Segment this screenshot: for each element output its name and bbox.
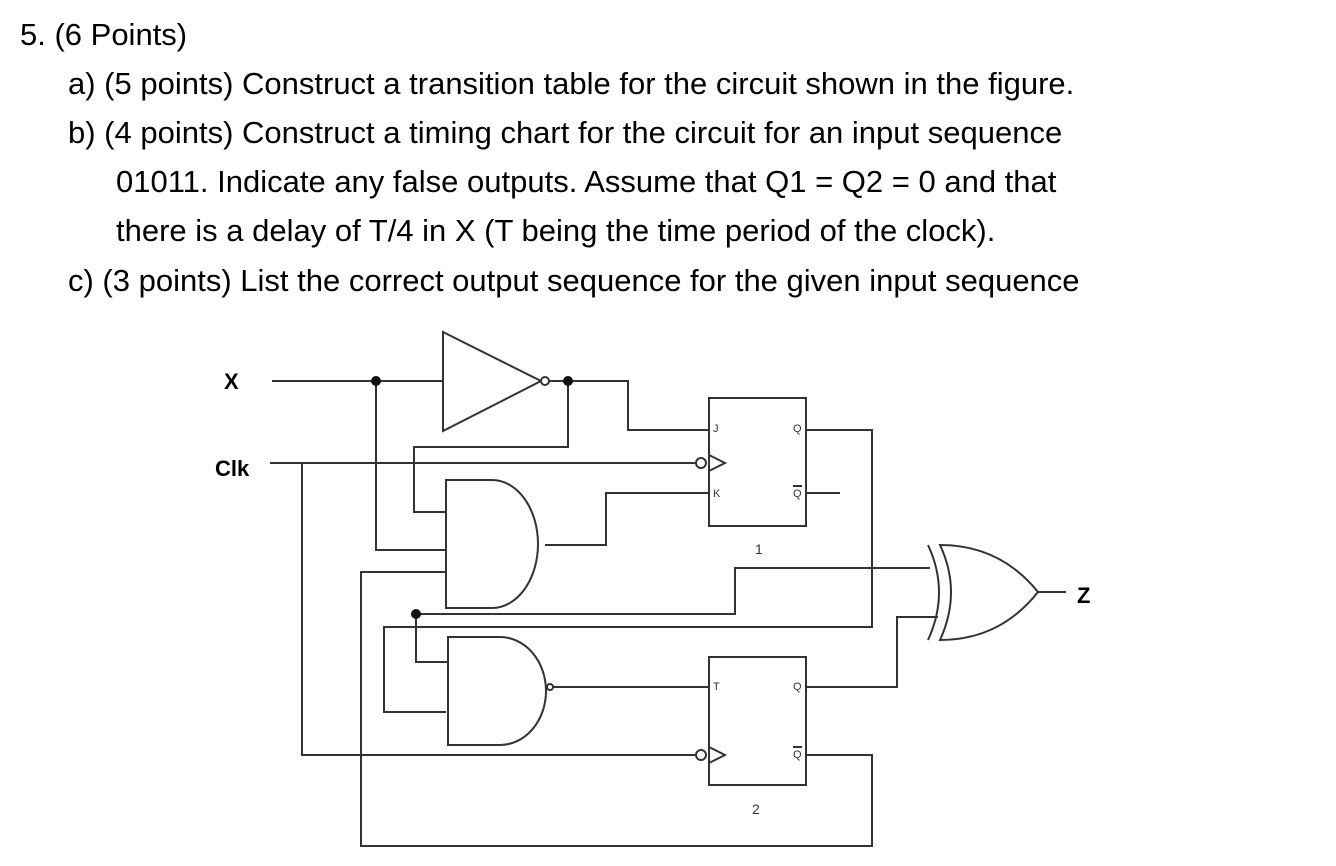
junction-to-and2-wire <box>415 614 448 663</box>
x-junction-dot <box>371 376 381 386</box>
inverter-feedback-wire <box>413 381 569 513</box>
input-clk-label: Clk <box>215 456 250 481</box>
output-z-label: Z <box>1077 583 1090 608</box>
inverter-bubble <box>540 376 550 386</box>
ff1-pin-j: J <box>713 423 719 435</box>
x-branch-wire <box>375 381 446 551</box>
ff1-clock-bubble <box>695 457 707 469</box>
and2-output-dot <box>546 683 554 691</box>
ff2-pin-t: T <box>713 681 720 693</box>
and-gate-1 <box>445 479 539 609</box>
t-flip-flop-2 <box>708 656 807 786</box>
ff2-pin-q: Q <box>793 681 802 693</box>
q2bar-feedback-wire <box>360 571 446 800</box>
part-b-text-line2: 01011. Indicate any false outputs. Assum… <box>116 164 1057 199</box>
input-x-label: X <box>224 369 239 394</box>
inverter-gate <box>442 330 544 433</box>
clock-wire-ff2 <box>301 463 696 756</box>
ff1-pin-q: Q <box>793 423 802 435</box>
inverter-junction-dot <box>563 376 573 386</box>
part-a-text: a) (5 points) Construct a transition tab… <box>68 66 1075 101</box>
xor-gate <box>938 543 1040 642</box>
question-title: 5. (6 Points) <box>20 17 188 52</box>
ff2-pin-qbar: Q <box>793 749 802 761</box>
ff1-number: 1 <box>755 541 763 557</box>
ff2-clock-triangle <box>708 746 728 764</box>
ff2-clock-bubble <box>695 749 707 761</box>
part-b-text-line1: b) (4 points) Construct a timing chart f… <box>68 115 1063 150</box>
part-b-text-line3: there is a delay of T/4 in X (T being th… <box>116 213 996 248</box>
q2bar-loop-wire <box>360 754 873 847</box>
ff1-pin-qbar: Q <box>793 488 802 500</box>
and-junction-dot <box>411 609 421 619</box>
and-junction-to-or-wire <box>416 567 930 615</box>
ff1-pin-k: K <box>713 488 721 500</box>
ff1-clock-triangle <box>708 454 728 472</box>
q1-feedback-wire <box>383 429 873 713</box>
and-gate-2 <box>447 636 547 746</box>
q2-to-or-wire <box>806 616 938 688</box>
ff2-number: 2 <box>752 801 760 817</box>
and1-to-k-wire <box>545 492 708 546</box>
inverter-to-j-wire <box>549 380 708 431</box>
part-c-text: c) (3 points) List the correct output se… <box>68 263 1080 298</box>
xor-input-curve <box>927 544 940 641</box>
